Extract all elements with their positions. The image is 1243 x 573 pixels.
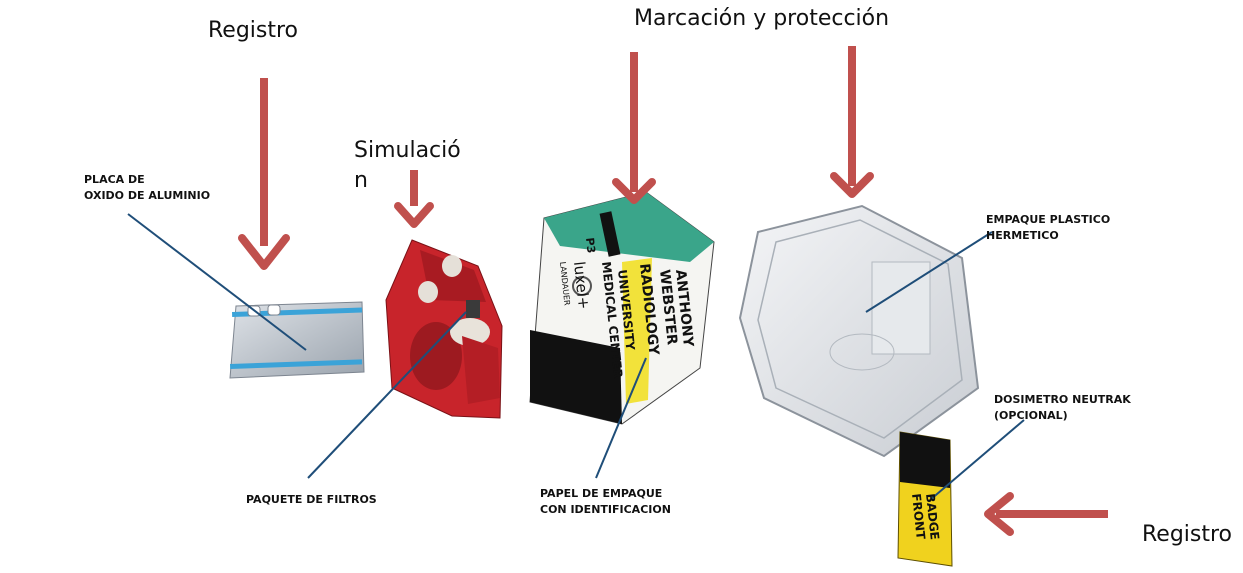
caption-empaque: EMPAQUE PLASTICO HERMETICO [986,213,1111,242]
title-simulacion: Simulació n [354,138,461,193]
plastic-case [738,204,980,458]
arrow-registro-top [238,78,290,270]
filter-package [385,239,503,419]
leader-dosimetro [929,419,1025,501]
neutrak-line2: FRONT [909,493,928,541]
badge-mark: P3 [583,237,598,254]
caption-papel: PAPEL DE EMPAQUE CON IDENTIFICACION [540,487,671,516]
neutrak-line1: BADGE [923,493,942,541]
caption-filtros: PAQUETE DE FILTROS [246,493,377,506]
badge-brand: luxel+ [570,261,593,311]
leader-placa [127,213,307,351]
neutrak-dosimeter [897,431,953,567]
leader-lines [127,213,1025,501]
arrow-registro-right [984,492,1108,536]
arrow-simulacion [394,170,434,228]
leader-empaque [865,231,993,313]
arrow-marcacion-right [830,46,874,198]
caption-dosimetro: DOSIMETRO NEUTRAK (OPCIONAL) [994,393,1131,422]
title-marcacion: Marcación y protección [634,6,890,31]
neutrak-printed-text: BADGE FRONT [909,493,942,541]
caption-placa: PLACA DE OXIDO DE ALUMINIO [84,173,211,202]
id-badge-wrap [529,191,715,425]
arrow-marcacion-left [612,52,656,204]
title-registro-top: Registro [208,18,299,43]
arrows [238,46,1108,536]
title-registro-right: Registro [1142,522,1233,547]
aluminum-oxide-plate [229,301,365,379]
badge-name-line2: WEBSTER [656,269,680,346]
leader-filtros [307,311,467,479]
leader-papel [595,357,647,479]
